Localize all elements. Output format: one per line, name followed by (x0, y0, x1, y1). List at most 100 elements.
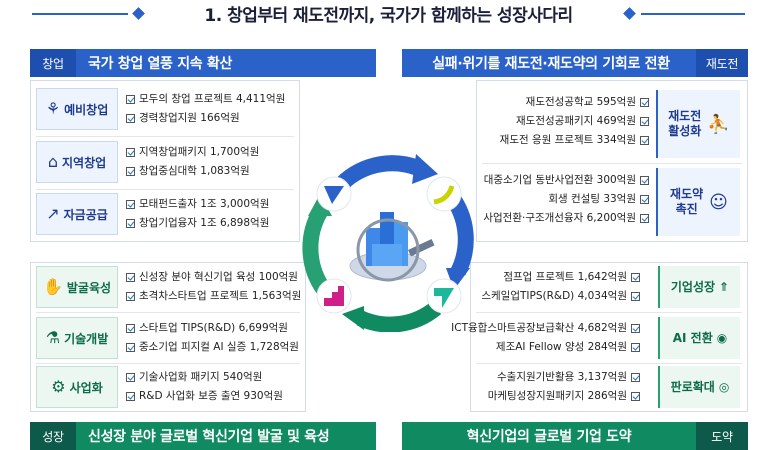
category-pre-startup: ⚘예비창업 (36, 88, 118, 130)
map-icon: ⌂ (47, 152, 58, 171)
title-row: 1. 창업부터 재도전까지, 국가가 함께하는 성장사다리 (0, 0, 777, 36)
growth-cycle-graphic (298, 150, 480, 333)
list-item: 스케일업TIPS(R&D) 4,034억원 (481, 287, 640, 306)
check-icon (126, 373, 135, 382)
badge-bottom-left-mark (324, 286, 344, 306)
check-icon (640, 176, 649, 185)
badge-bottom-right-mark (434, 288, 454, 308)
growth-heading: 신성장 분야 글로벌 혁신기업 발굴 및 육성 (88, 429, 330, 445)
category-relaunch: 재도약 촉진 ☺ (656, 168, 740, 236)
magnifier-lens (356, 218, 420, 282)
category-discovery: ✋발굴육성 (36, 266, 118, 308)
badge-top-right (426, 176, 462, 212)
relaunch-items: 대중소기업 동반사업전환 300억원 회생 컨설팅 33억원 사업전환·구조개선… (483, 171, 649, 228)
title-line-left (32, 13, 128, 15)
check-icon (126, 219, 135, 228)
list-item: 재도전성공패키지 469억원 (500, 112, 649, 131)
cycle-arrow-right (447, 195, 474, 276)
page-title: 1. 창업부터 재도전까지, 국가가 함께하는 성장사다리 (204, 6, 573, 26)
check-icon (640, 136, 649, 145)
leap-heading: 혁신기업의 글로벌 기업 도약 (466, 429, 632, 445)
corp-growth-items: 점프업 프로젝트 1,642억원 스케일업TIPS(R&D) 4,034억원 (481, 268, 640, 306)
flask-icon: ⚗ (45, 328, 61, 347)
divider (476, 363, 742, 364)
check-icon (640, 195, 649, 204)
check-icon (126, 292, 135, 301)
discovery-items: 신성장 분야 혁신기업 육성 100억원 초격차스타트업 프로젝트 1,563억… (126, 268, 301, 306)
leap-header: 혁신기업의 글로벌 기업 도약 도약 (402, 422, 748, 450)
category-rechallenge-activation: 재도전 활성화 ⛹ (656, 90, 740, 158)
check-icon (126, 392, 135, 401)
divider (36, 189, 294, 190)
divider (36, 312, 300, 313)
list-item: 중소기업 피지컬 AI 실증 1,728억원 (126, 338, 299, 357)
check-icon (126, 343, 135, 352)
list-item: 마케팅성장지원패키지 286억원 (488, 387, 640, 406)
check-icon (631, 373, 640, 382)
check-icon (631, 343, 640, 352)
startup-header: 창업 국가 창업 열풍 지속 확산 (30, 49, 376, 77)
arrow-head-left (308, 194, 332, 216)
badge-top-right-mark (433, 185, 455, 205)
chart-up-icon: ↗ (46, 204, 60, 223)
check-icon (126, 324, 135, 333)
check-icon (640, 214, 649, 223)
startup-tag: 창업 (30, 49, 76, 77)
list-item: 재도전 응원 프로젝트 334억원 (500, 131, 649, 150)
list-item: 지역창업패키지 1,700억원 (126, 143, 259, 162)
rechallenge-heading: 실패·위기를 재도전·재도약의 기회로 전환 (432, 56, 670, 72)
leap-tag: 도약 (696, 422, 748, 450)
divider (36, 136, 294, 137)
title-line-right (641, 13, 745, 15)
list-item: 초격차스타트업 프로젝트 1,563억원 (126, 287, 301, 306)
list-item: 모태펀드출자 1조 3,000억원 (126, 195, 269, 214)
category-corp-growth: 기업성장 ⇑ (658, 266, 740, 308)
cycle-arrow-top (331, 155, 421, 194)
funding-items: 모태펀드출자 1조 3,000억원 창업기업융자 1조 6,898억원 (126, 195, 269, 233)
rechallenge-tag: 재도전 (696, 49, 748, 77)
regional-startup-items: 지역창업패키지 1,700억원 창업중심대학 1,083억원 (126, 143, 259, 181)
hands-icon: ✋ (42, 277, 63, 296)
target-icon: ◎ (718, 379, 730, 394)
check-icon (126, 114, 135, 123)
check-icon (631, 392, 640, 401)
growth-header: 성장 신성장 분야 글로벌 혁신기업 발굴 및 육성 (30, 422, 376, 450)
badge-top-left-mark (324, 186, 344, 204)
rechallenge-items: 재도전성공학교 595억원 재도전성공패키지 469억원 재도전 응원 프로젝트… (500, 93, 649, 150)
check-icon (126, 273, 135, 282)
ai-transition-items: ICT융합스마트공장보급확산 4,682억원 제조AI Fellow 양성 28… (451, 319, 640, 357)
cheer-icon: ☺ (709, 191, 728, 213)
divider (476, 312, 742, 313)
category-market-expansion: 판로확대 ◎ (658, 366, 740, 408)
cycle-arrow-bottom (356, 301, 442, 333)
growth-tag: 성장 (30, 422, 76, 450)
pre-startup-items: 모두의 창업 프로젝트 4,411억원 경력창업지원 166억원 (126, 90, 285, 128)
check-icon (126, 148, 135, 157)
startup-heading: 국가 창업 열풍 지속 확산 (88, 56, 233, 72)
rechallenge-header: 실패·위기를 재도전·재도약의 기회로 전환 재도전 (402, 49, 748, 77)
check-icon (631, 273, 640, 282)
list-item: 대중소기업 동반사업전환 300억원 (483, 171, 649, 190)
divider (36, 363, 300, 364)
cycle-svg (302, 154, 474, 333)
category-regional-startup: ⌂지역창업 (36, 141, 118, 183)
check-icon (126, 200, 135, 209)
list-item: 창업중심대학 1,083억원 (126, 162, 259, 181)
list-item: 모두의 창업 프로젝트 4,411억원 (126, 90, 285, 109)
arrow-head-bottom (342, 306, 364, 330)
check-icon (126, 95, 135, 104)
list-item: 스타트업 TIPS(R&D) 6,699억원 (126, 319, 299, 338)
ai-head-icon: ◉ (716, 330, 728, 345)
list-item: 사업전환·구조개선융자 6,200억원 (483, 209, 649, 228)
check-icon (126, 167, 135, 176)
divider (482, 163, 742, 164)
list-item: 회생 컨설팅 33억원 (483, 190, 649, 209)
check-icon (631, 292, 640, 301)
sprout-icon: ⚘ (45, 99, 61, 118)
runner-icon: ⛹ (707, 113, 730, 135)
list-item: 제조AI Fellow 양성 284억원 (451, 338, 640, 357)
category-commercialization: ⚙사업화 (36, 366, 118, 408)
category-funding: ↗자금공급 (36, 193, 118, 235)
category-tech-dev: ⚗기술개발 (36, 317, 118, 359)
category-ai-transition: AI 전환 ◉ (658, 317, 740, 359)
